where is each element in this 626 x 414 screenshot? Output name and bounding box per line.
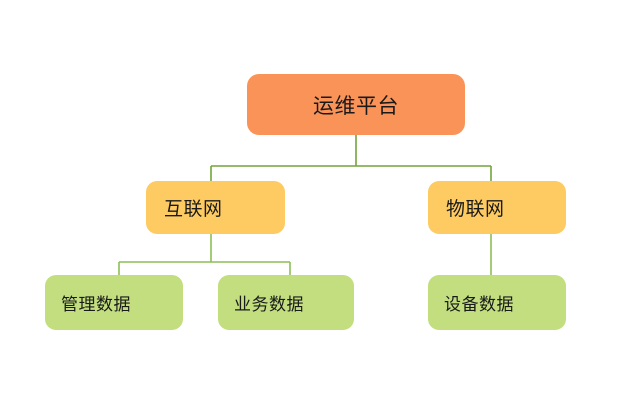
node-internet[interactable]: 互联网 — [146, 181, 285, 234]
node-root-platform-label: 运维平台 — [313, 93, 399, 118]
node-management-data[interactable]: 管理数据 — [45, 275, 183, 330]
node-root-platform[interactable]: 运维平台 — [247, 74, 465, 135]
node-iot[interactable]: 物联网 — [428, 181, 566, 234]
node-device-data[interactable]: 设备数据 — [428, 275, 566, 330]
node-management-data-label: 管理数据 — [61, 295, 131, 315]
node-internet-label: 互联网 — [164, 198, 223, 220]
node-business-data[interactable]: 业务数据 — [218, 275, 354, 330]
node-business-data-label: 业务数据 — [234, 295, 304, 315]
node-device-data-label: 设备数据 — [444, 295, 514, 315]
node-iot-label: 物联网 — [446, 198, 505, 220]
